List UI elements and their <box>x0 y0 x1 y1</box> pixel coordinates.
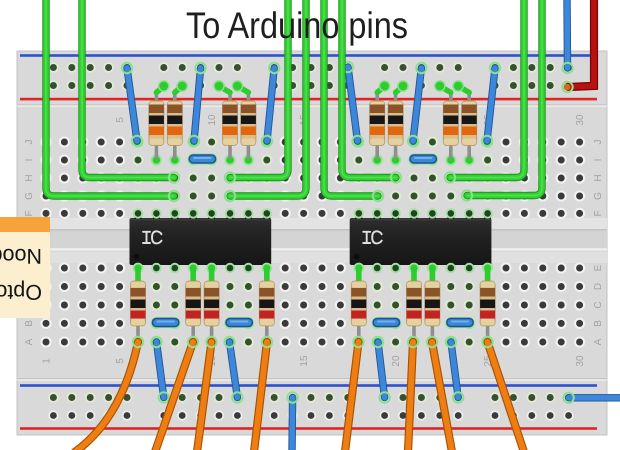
svg-text:H: H <box>593 174 604 181</box>
svg-text:B: B <box>24 320 35 327</box>
svg-text:5: 5 <box>115 117 126 123</box>
svg-text:E: E <box>593 264 604 271</box>
svg-text:I: I <box>593 159 604 162</box>
svg-text:G: G <box>593 192 604 200</box>
svg-text:30: 30 <box>575 355 586 367</box>
svg-text:I: I <box>24 159 35 162</box>
svg-text:F: F <box>593 210 604 216</box>
svg-text:A: A <box>24 338 35 345</box>
svg-text:30: 30 <box>575 114 586 126</box>
svg-text:B: B <box>593 320 604 327</box>
svg-text:1: 1 <box>41 358 52 364</box>
svg-text:J: J <box>593 140 604 145</box>
svg-text:10: 10 <box>207 114 218 126</box>
svg-text:J: J <box>24 140 35 145</box>
svg-text:Nood: Nood <box>0 244 42 268</box>
svg-text:20: 20 <box>391 355 402 367</box>
svg-text:To Arduino pins: To Arduino pins <box>186 5 408 46</box>
svg-text:25: 25 <box>483 355 494 367</box>
svg-text:5: 5 <box>115 358 126 364</box>
svg-text:D: D <box>593 283 604 290</box>
svg-text:F: F <box>24 210 35 216</box>
svg-text:15: 15 <box>299 355 310 367</box>
svg-text:H: H <box>24 174 35 181</box>
svg-text:C: C <box>593 301 604 308</box>
svg-text:Opto: Opto <box>0 280 42 304</box>
svg-text:G: G <box>24 192 35 200</box>
svg-text:A: A <box>593 338 604 345</box>
